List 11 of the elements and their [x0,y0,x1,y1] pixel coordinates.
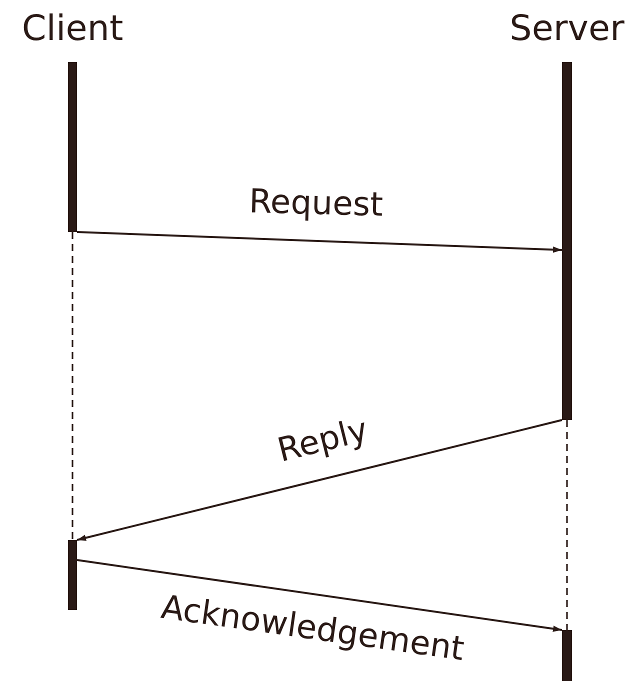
lifeline [566,420,568,630]
activation-bar [562,62,572,420]
lifeline-title: Server [510,12,624,47]
message-arrow [76,231,562,253]
message-arrow [76,419,562,541]
activation-bar [562,630,572,681]
message-arrow [76,559,562,632]
activation-bar [68,62,77,232]
lifeline [72,232,74,540]
lifeline-title: Client [22,12,124,47]
activation-bar [68,540,77,610]
